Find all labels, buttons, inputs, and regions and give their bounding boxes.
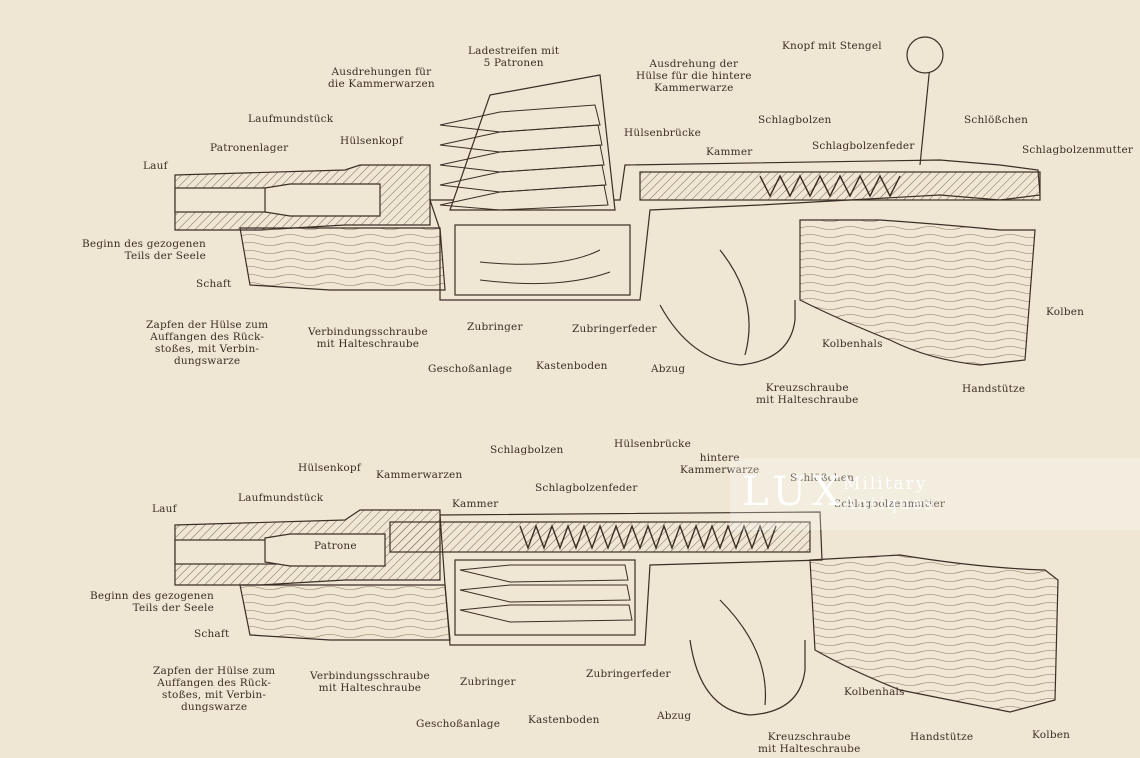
label-b-schaft: Schaft	[194, 628, 230, 640]
bottom-trigger-guard	[689, 639, 806, 716]
label-zubringer: Zubringer	[467, 321, 523, 333]
label-b-handstuetze: Handstütze	[910, 731, 974, 743]
bottom-buttstock	[809, 554, 1059, 713]
label-laufmundstueck: Laufmundstück	[248, 113, 334, 125]
label-schlagbolzenmutter: Schlagbolzenmutter	[1022, 144, 1134, 156]
label-b-kammerwarzen: Kammerwarzen	[376, 469, 463, 481]
label-b-zubringer: Zubringer	[460, 676, 516, 688]
top-stock-fore	[239, 227, 446, 291]
label-kammer: Kammer	[706, 146, 753, 158]
label-b-zubringerfeder: Zubringerfeder	[586, 668, 671, 680]
bottom-spring	[519, 523, 777, 551]
top-clip	[449, 74, 616, 211]
watermark-line2: Antiques	[843, 494, 936, 514]
label-schlagbolzen: Schlagbolzen	[758, 114, 832, 126]
top-magazine	[454, 224, 631, 296]
top-cartridge-chamber	[264, 183, 381, 217]
bottom-trigger	[719, 599, 767, 706]
label-b-abzug: Abzug	[657, 710, 692, 722]
label-b-geschossanlage: Geschoßanlage	[416, 718, 501, 730]
top-spring	[759, 174, 901, 198]
watermark-line1: Military	[843, 474, 928, 494]
label-geschossanlage: Geschoßanlage	[428, 363, 513, 375]
label-b-schlagbolzen: Schlagbolzen	[490, 444, 564, 456]
top-cartridges	[439, 104, 609, 211]
top-rifle-diagram	[174, 36, 1041, 366]
label-b-kolben: Kolben	[1032, 729, 1071, 741]
bottom-rifle-diagram	[174, 509, 1059, 716]
label-b-schloesschen: Schlößchen	[790, 472, 855, 484]
label-kolben: Kolben	[1046, 306, 1085, 318]
label-huelsenkopf: Hülsenkopf	[340, 135, 403, 147]
label-b-lauf: Lauf	[152, 503, 177, 515]
bottom-cartridge	[264, 533, 386, 567]
label-handstuetze: Handstütze	[962, 383, 1026, 395]
top-follower-spring	[479, 249, 611, 285]
label-b-huelsenbruecke: Hülsenbrücke	[614, 438, 692, 450]
label-huelsenbruecke: Hülsenbrücke	[624, 127, 702, 139]
top-trigger-guard	[659, 300, 796, 366]
top-buttstock	[799, 219, 1036, 366]
label-b-patrone: Patrone	[314, 540, 357, 552]
label-schlagbolzenfeder: Schlagbolzenfeder	[812, 140, 915, 152]
watermark-logo: LUX	[742, 469, 847, 515]
label-kolbenhals: Kolbenhals	[822, 338, 883, 350]
label-b-huelsenkopf: Hülsenkopf	[298, 462, 361, 474]
label-b-schlagbolzenmutter: Schlagbolzenmutter	[834, 498, 946, 510]
bottom-magazine	[454, 559, 636, 636]
label-b-kastenboden: Kastenboden	[528, 714, 600, 726]
label-zubringerfeder: Zubringerfeder	[572, 323, 657, 335]
label-b-kolbenhals: Kolbenhals	[844, 686, 905, 698]
label-knopf: Knopf mit Stengel	[782, 40, 882, 52]
bottom-magazine-cartridges	[459, 564, 633, 623]
top-trigger	[719, 249, 750, 356]
label-patronenlager: Patronenlager	[210, 142, 289, 154]
watermark-banner	[730, 458, 1140, 530]
label-b-schlagbolzenfeder: Schlagbolzenfeder	[535, 482, 638, 494]
label-abzug: Abzug	[651, 363, 686, 375]
top-bolt-knob	[906, 36, 944, 74]
label-b-laufmundstueck: Laufmundstück	[238, 492, 324, 504]
label-kastenboden: Kastenboden	[536, 360, 608, 372]
bottom-receiver	[439, 511, 823, 646]
label-b-kammer: Kammer	[452, 498, 499, 510]
bottom-stock-fore	[239, 584, 451, 641]
top-bolt-handle-stem	[919, 64, 931, 166]
label-schloesschen: Schlößchen	[964, 114, 1029, 126]
label-lauf: Lauf	[143, 160, 168, 172]
label-schaft: Schaft	[196, 278, 232, 290]
